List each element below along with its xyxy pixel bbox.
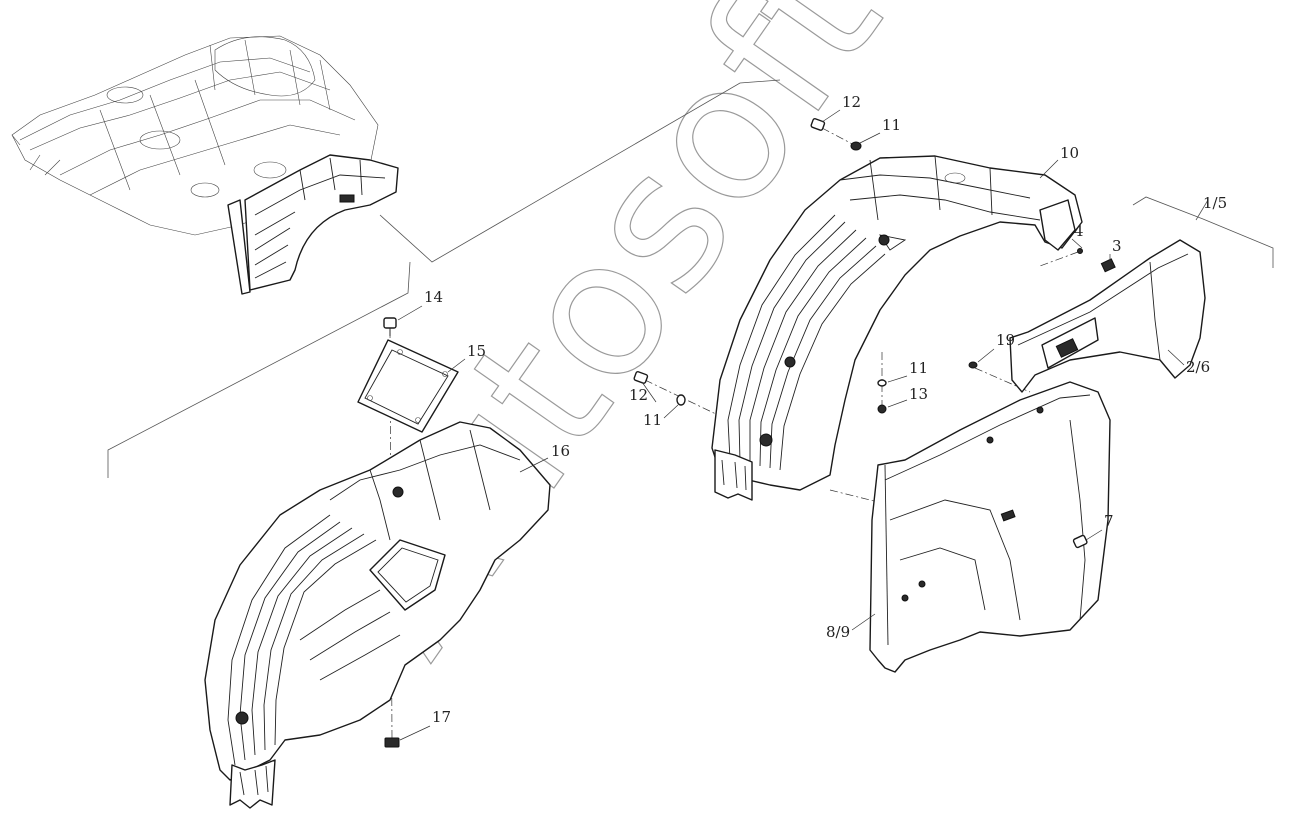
part-16-wheelhouse-liner bbox=[204, 421, 551, 809]
callout-labels: 1/5 2/6 3 4 7 8/9 10 11 12 11 13 19 12 11 14 15 16 17 bbox=[424, 93, 1227, 726]
assembly-bracket-lines bbox=[107, 79, 1274, 478]
callout-label-c1_5: 1/5 bbox=[1203, 194, 1227, 212]
callout-label-c17: 17 bbox=[432, 708, 451, 726]
vehicle-floor-overview bbox=[11, 35, 399, 295]
part-14-bolt bbox=[383, 317, 397, 336]
part-12-bolt-left bbox=[633, 371, 649, 384]
callout-label-c13: 13 bbox=[909, 385, 928, 403]
part-13-nut bbox=[877, 404, 887, 414]
callout-label-c3: 3 bbox=[1112, 237, 1122, 255]
callout-label-c12a: 12 bbox=[842, 93, 861, 111]
callout-label-c8_9: 8/9 bbox=[826, 623, 850, 641]
callout-label-c4: 4 bbox=[1074, 222, 1084, 240]
callout-label-c2_6: 2/6 bbox=[1186, 358, 1210, 376]
fasteners-right bbox=[633, 118, 1088, 549]
callout-label-c11a: 11 bbox=[882, 116, 901, 134]
callout-label-c19: 19 bbox=[996, 331, 1015, 349]
part-15-gasket bbox=[357, 339, 459, 433]
callout-label-c10: 10 bbox=[1060, 144, 1079, 162]
callout-label-c12b: 12 bbox=[629, 386, 648, 404]
part-8-9-reinforcement bbox=[869, 381, 1111, 673]
part-17-clip bbox=[384, 737, 400, 748]
part-11-washer-mid bbox=[877, 379, 887, 387]
part-11-washer-top bbox=[850, 141, 862, 151]
part-4-screw bbox=[1077, 248, 1083, 254]
part-1-5-outer-panel bbox=[1009, 239, 1206, 393]
part-7-bolt bbox=[1072, 534, 1088, 549]
callout-label-c7: 7 bbox=[1104, 512, 1114, 530]
part-10-inner-wheelhouse bbox=[711, 155, 1083, 501]
callout-label-c16: 16 bbox=[551, 442, 570, 460]
callout-label-c14: 14 bbox=[424, 288, 443, 306]
callout-label-c11b: 11 bbox=[909, 359, 928, 377]
part-3-clip bbox=[1100, 258, 1116, 273]
callout-leaders bbox=[397, 109, 1185, 741]
callout-label-c11c: 11 bbox=[643, 411, 662, 429]
part-12-bolt-top bbox=[810, 118, 826, 131]
part-11-washer-left bbox=[676, 394, 686, 406]
callout-label-c15: 15 bbox=[467, 342, 486, 360]
part-19-screw bbox=[968, 361, 978, 369]
